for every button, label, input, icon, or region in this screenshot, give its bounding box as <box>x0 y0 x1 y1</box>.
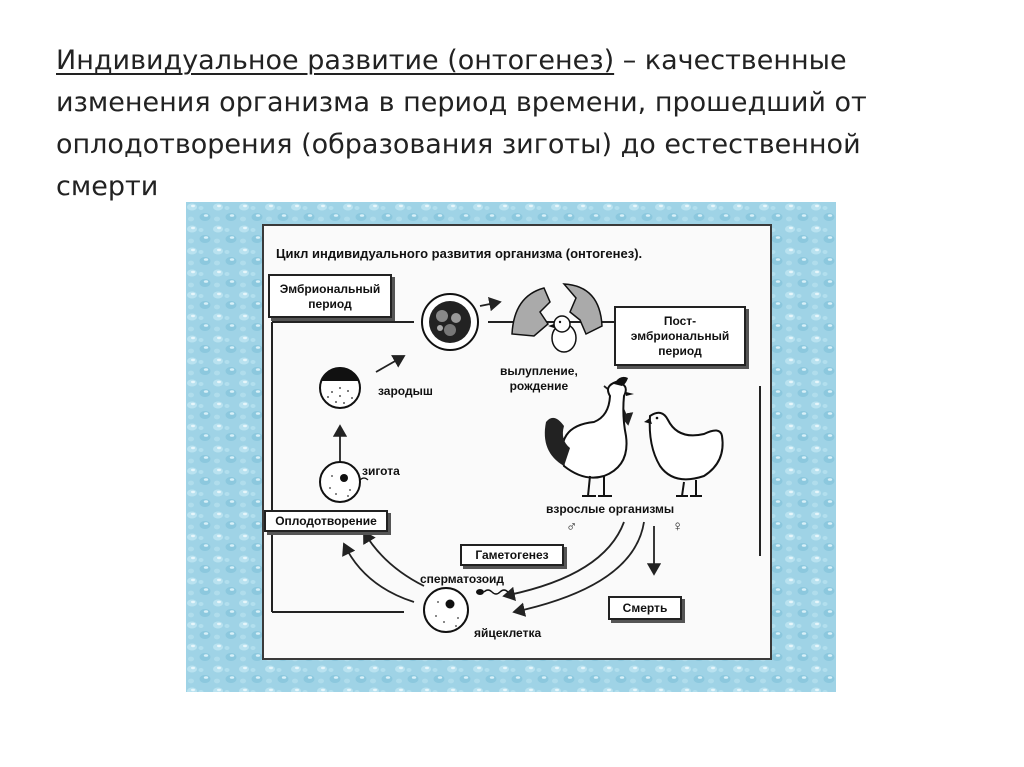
arrow-to-hatching <box>479 297 502 312</box>
hatching-label: вылупление, рождение <box>500 364 578 394</box>
postembryonic-period-line-3: период <box>658 344 702 358</box>
death-box: Смерть <box>608 596 682 620</box>
hen-illustration <box>644 411 724 497</box>
arrow-gametes-to-fertilization <box>363 530 425 587</box>
heading-term: Индивидуальное развитие (онтогенез) <box>56 45 615 76</box>
gametogenesis-box: Гаметогенез <box>460 544 564 566</box>
arrow-embryo-to-stage <box>375 355 406 373</box>
arrow-adults-to-egg <box>512 521 645 617</box>
ontogenesis-cycle-panel: Цикл индивидуального развития организма … <box>262 224 772 660</box>
embryonic-period-line-1: Эмбриональный <box>279 282 381 296</box>
fertilization-box: Оплодотворение <box>264 510 388 532</box>
male-symbol: ♂ <box>566 518 578 535</box>
heading-definition: – качественные изменения организма в пер… <box>56 45 867 202</box>
postembryonic-period-line-1: Пост- <box>663 314 697 328</box>
diagram-title: Цикл индивидуального развития организма … <box>276 246 643 261</box>
embryo-illustration <box>319 367 361 409</box>
slide-heading: Индивидуальное развитие (онтогенез) – ка… <box>56 40 956 208</box>
arrow-adults-to-sperm <box>502 521 625 601</box>
postembryonic-period-line-2: эмбриональный <box>630 329 730 343</box>
zygote-illustration <box>319 461 369 503</box>
death-label: Смерть <box>622 601 668 615</box>
cycle-drawing <box>271 283 761 633</box>
adults-label: взрослые организмы <box>546 502 675 516</box>
fertilization-label: Оплодотворение <box>275 514 377 528</box>
embryonic-period-box: Эмбриональный период <box>268 274 392 318</box>
postembryonic-period-box: Пост- эмбриональный период <box>614 306 746 366</box>
sperm-illustration <box>476 589 509 595</box>
zygote-label: зигота <box>362 464 400 478</box>
embryo-in-egg-illustration <box>421 293 479 351</box>
hatching-label-line-2: рождение <box>509 379 569 393</box>
embryo-label: зародыш <box>378 384 433 398</box>
female-symbol: ♀ <box>672 518 684 535</box>
gametogenesis-label: Гаметогенез <box>475 548 549 562</box>
hatching-chick-illustration <box>511 283 603 353</box>
egg-cell-illustration <box>423 587 469 633</box>
figure-frame: Цикл индивидуального развития организма … <box>186 202 836 692</box>
sperm-label: сперматозоид <box>420 572 505 586</box>
embryonic-period-line-2: период <box>308 297 352 311</box>
hatching-label-line-1: вылупление, <box>500 364 578 378</box>
rooster-illustration <box>544 376 634 497</box>
egg-cell-label: яйцеклетка <box>474 626 542 640</box>
